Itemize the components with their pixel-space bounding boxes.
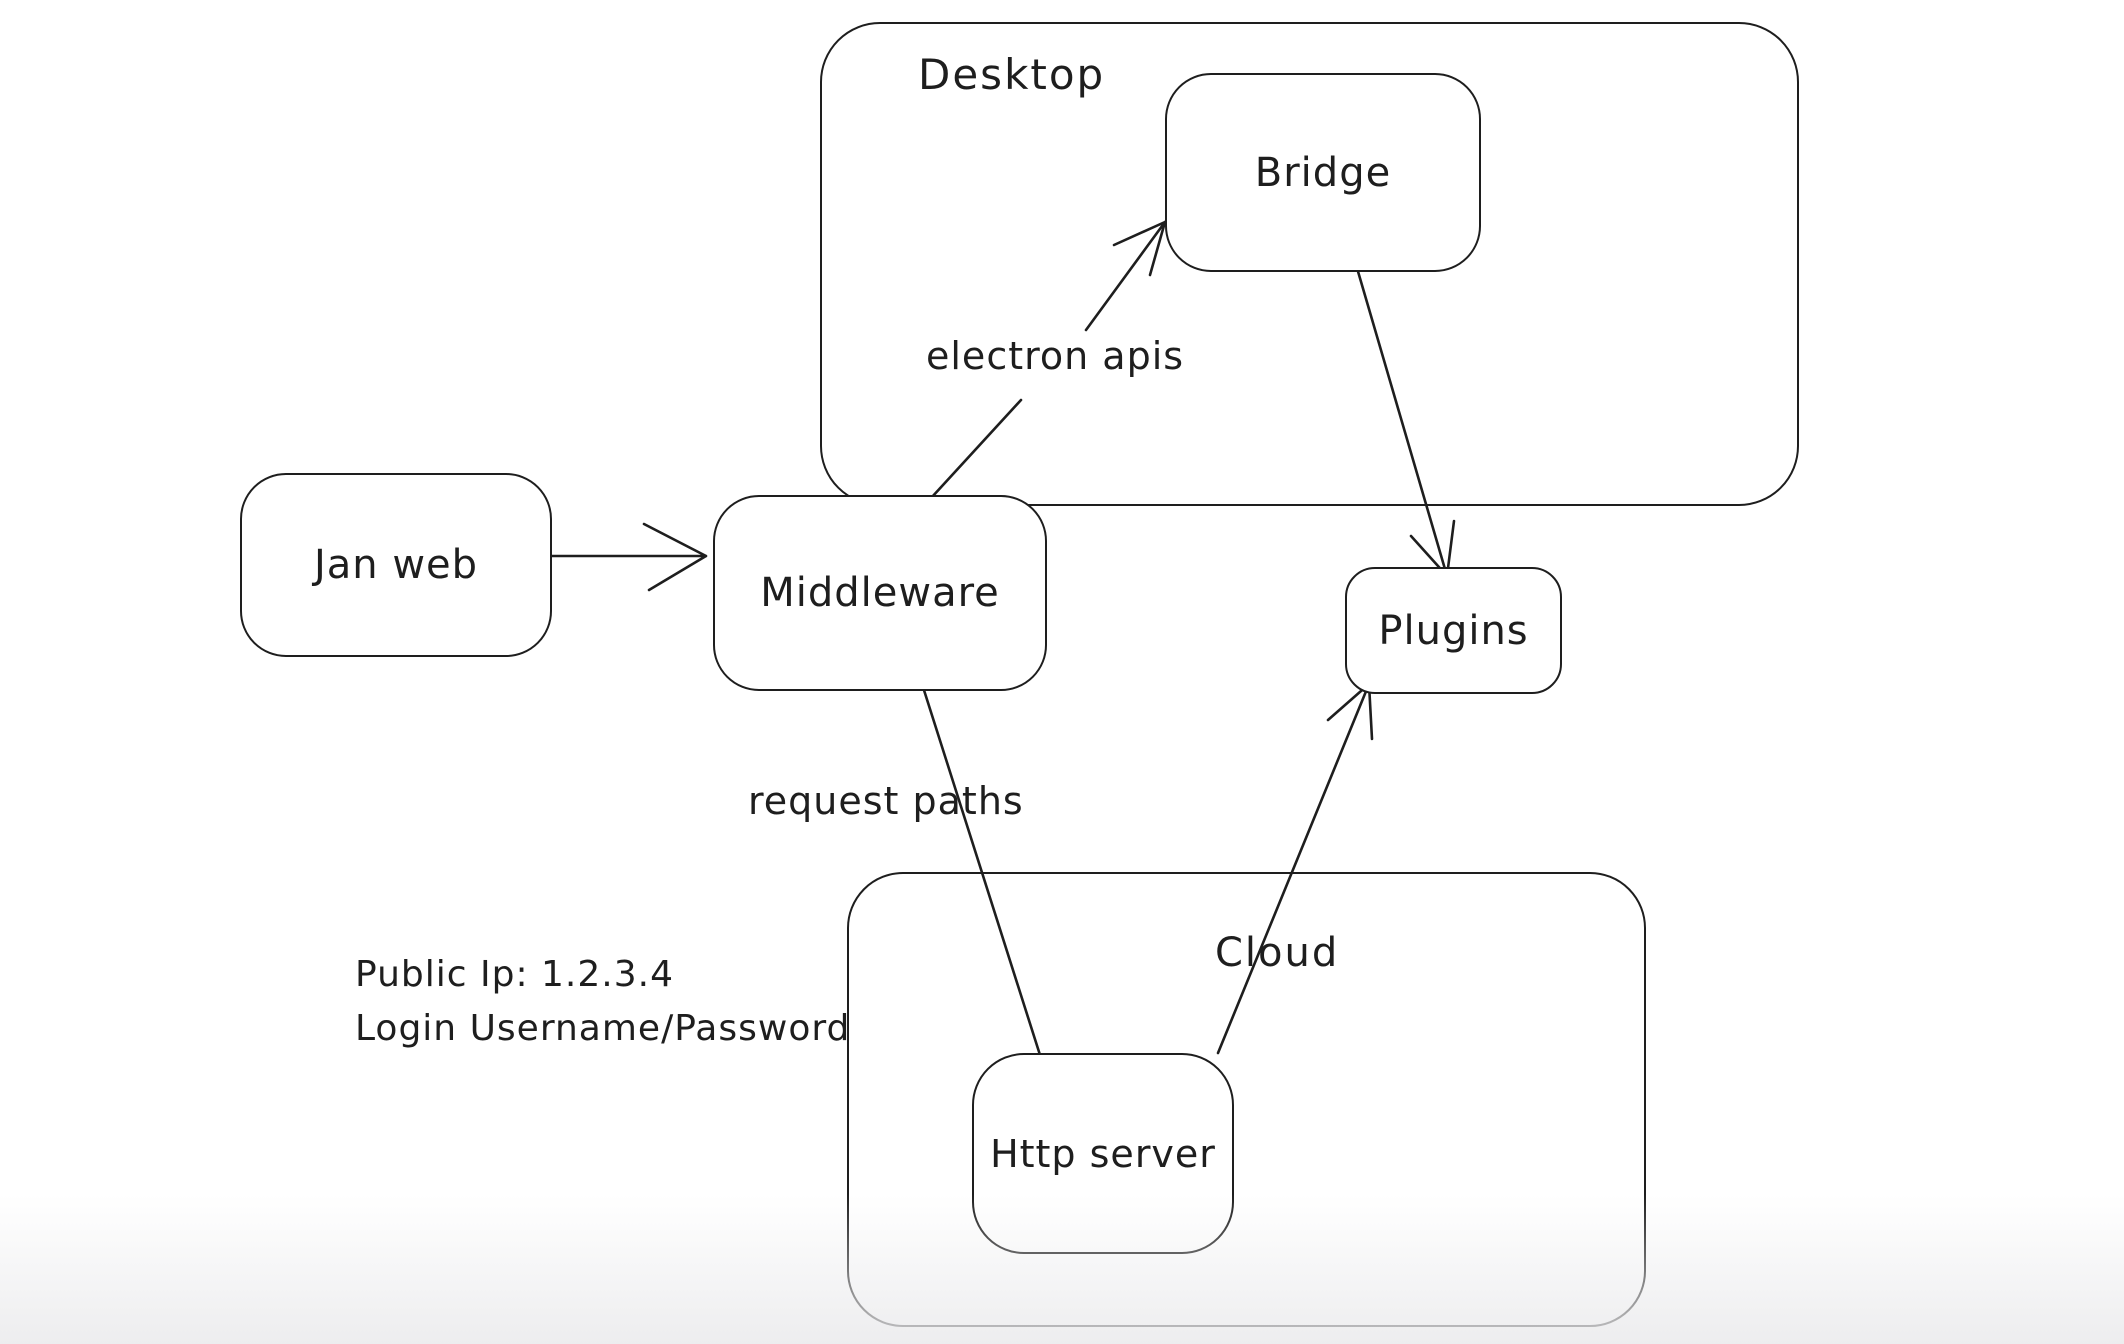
cloud-container-label[interactable]: Cloud — [1215, 930, 1340, 976]
node-jan-web[interactable]: Jan web — [240, 473, 552, 657]
node-http-server[interactable]: Http server — [972, 1053, 1234, 1254]
arrow-httpserver-to-plugins[interactable] — [1216, 682, 1374, 1055]
node-http-server-label: Http server — [990, 1131, 1216, 1176]
node-bridge-label: Bridge — [1254, 149, 1392, 196]
annotation-credentials[interactable]: Public Ip: 1.2.3.4 Login Username/Passwo… — [355, 948, 850, 1056]
desktop-container-label[interactable]: Desktop — [918, 50, 1106, 99]
node-middleware[interactable]: Middleware — [713, 495, 1047, 691]
arrow-bridge-to-plugins[interactable] — [1355, 266, 1456, 578]
arrow-middleware-to-bridge[interactable] — [930, 220, 1167, 499]
desktop-container[interactable] — [820, 22, 1799, 506]
annotation-login: Login Username/Password — [355, 1008, 851, 1049]
annotation-public-ip: Public Ip: 1.2.3.4 — [355, 954, 674, 995]
node-plugins-label: Plugins — [1378, 607, 1529, 654]
node-jan-web-label: Jan web — [313, 542, 479, 588]
edge-label-electron-apis[interactable]: electron apis — [926, 334, 1185, 378]
node-middleware-label: Middleware — [760, 570, 1000, 616]
edge-label-request-paths[interactable]: request paths — [748, 779, 1024, 823]
arrow-janweb-to-middleware[interactable] — [544, 522, 708, 592]
node-plugins[interactable]: Plugins — [1345, 567, 1562, 694]
line-middleware-to-httpserver[interactable] — [921, 685, 1042, 1057]
node-bridge[interactable]: Bridge — [1165, 73, 1481, 272]
